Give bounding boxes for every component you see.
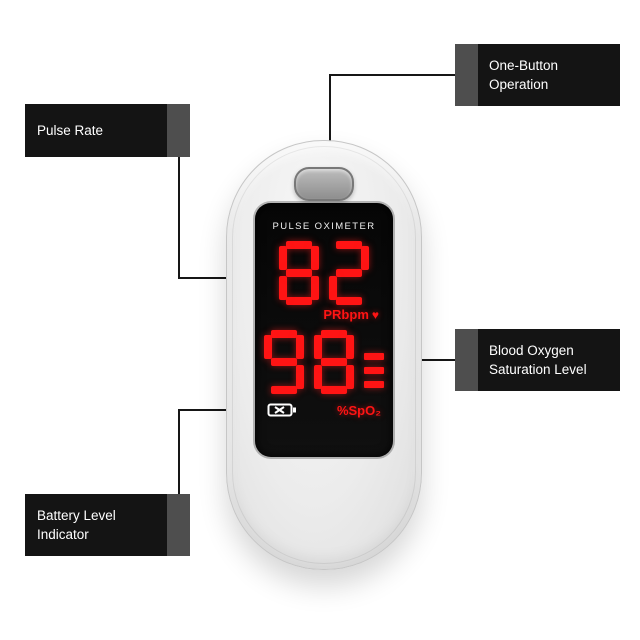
pulse-rate-unit-row: PRbpm♥: [255, 307, 393, 324]
spo2-unit: %SpO₂: [336, 402, 381, 418]
spo2-value: [264, 330, 354, 394]
callout-battery-indicator: Battery Level Indicator: [25, 494, 190, 556]
callout-pulse-rate-label: Pulse Rate: [37, 123, 104, 138]
display-bottom-row: %SpO₂: [255, 402, 393, 418]
connector-blood-oxygen-h: [394, 359, 455, 361]
callout-blood-oxygen-label: Blood Oxygen Saturation Level: [489, 343, 587, 377]
battery-icon: [267, 403, 296, 417]
callout-accent: [455, 329, 478, 391]
connector-pulse-rate-v: [178, 157, 180, 279]
display-title: PULSE OXIMETER: [272, 221, 376, 232]
connector-battery-v: [178, 409, 180, 494]
connector-one-button-h: [329, 74, 455, 76]
callout-accent: [455, 44, 478, 106]
connector-battery-h: [178, 409, 254, 411]
callout-battery-indicator-label: Battery Level Indicator: [37, 508, 116, 542]
heart-icon: ♥: [371, 308, 379, 322]
pulse-oximeter-device: PULSE OXIMETER PRbpm♥ %SpO₂: [226, 140, 422, 570]
callout-one-button-operation-label: One-Button Operation: [489, 58, 559, 92]
callout-accent: [167, 494, 190, 556]
device-power-button: [294, 167, 354, 201]
pulse-rate-unit: PRbpm: [323, 307, 369, 322]
connector-one-button-v: [329, 74, 331, 167]
callout-accent: [167, 104, 190, 157]
signal-bars: [364, 353, 384, 388]
spo2-row: [255, 330, 393, 394]
callout-pulse-rate: Pulse Rate: [25, 104, 190, 157]
callout-blood-oxygen: Blood Oxygen Saturation Level: [455, 329, 620, 391]
pulse-rate-value: [279, 241, 369, 305]
callout-one-button-operation: One-Button Operation: [455, 44, 620, 106]
device-display: PULSE OXIMETER PRbpm♥ %SpO₂: [255, 203, 393, 457]
pulse-rate-row: [255, 241, 393, 305]
